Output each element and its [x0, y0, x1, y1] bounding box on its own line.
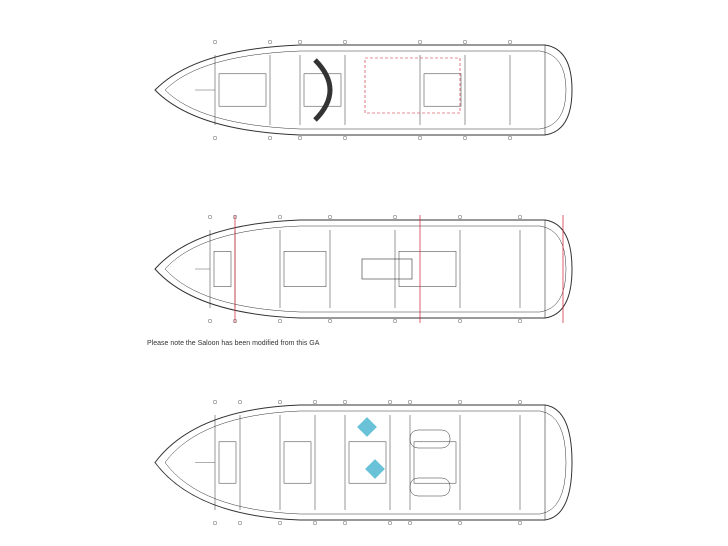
grid-marker-icon — [212, 135, 217, 140]
grid-marker-icon — [343, 40, 348, 45]
lower-deck-furniture — [413, 441, 457, 484]
grid-marker-icon — [237, 400, 242, 405]
tender — [409, 429, 451, 449]
grid-marker-icon — [212, 400, 217, 405]
grid-marker-icon — [393, 214, 398, 219]
grid-marker-icon — [207, 214, 212, 219]
lower-deck-hull-outline — [154, 404, 573, 521]
sun-deck-furniture — [303, 73, 342, 107]
grid-marker-icon — [393, 319, 398, 324]
grid-marker-icon — [458, 319, 463, 324]
main-deck-furniture — [398, 251, 457, 287]
sun-deck-furniture — [218, 73, 267, 107]
grid-marker-icon — [418, 40, 423, 45]
lower-deck-furniture — [348, 441, 387, 484]
grid-marker-icon — [343, 521, 348, 526]
grid-marker-icon — [408, 521, 413, 526]
shower-fixture — [357, 417, 377, 437]
lower-deck-furniture — [283, 441, 312, 484]
grid-marker-icon — [212, 40, 217, 45]
tender — [409, 477, 451, 497]
grid-marker-icon — [212, 521, 217, 526]
grid-marker-icon — [463, 135, 468, 140]
sun-deck-deck-line — [164, 50, 567, 130]
grid-marker-icon — [278, 319, 283, 324]
grid-marker-icon — [388, 400, 393, 405]
grid-marker-icon — [298, 40, 303, 45]
grid-marker-icon — [207, 319, 212, 324]
modified-area-outline — [364, 57, 461, 114]
grid-marker-icon — [313, 521, 318, 526]
grid-marker-icon — [508, 135, 513, 140]
grid-marker-icon — [328, 214, 333, 219]
grid-marker-icon — [268, 40, 273, 45]
lower-deck-deck-line — [164, 410, 567, 515]
grid-marker-icon — [458, 400, 463, 405]
shower-fixture — [365, 459, 385, 479]
grid-marker-icon — [408, 400, 413, 405]
grid-marker-icon — [518, 400, 523, 405]
grid-marker-icon — [328, 319, 333, 324]
main-deck-deck-line — [164, 225, 567, 313]
grid-marker-icon — [298, 135, 303, 140]
main-deck-furniture — [213, 251, 232, 287]
grid-marker-icon — [268, 135, 273, 140]
saloon-note: Please note the Saloon has been modified… — [147, 340, 320, 347]
grid-marker-icon — [343, 400, 348, 405]
grid-marker-icon — [313, 400, 318, 405]
grid-marker-icon — [278, 400, 283, 405]
sun-deck-furniture — [423, 73, 462, 107]
windscreen — [313, 58, 333, 122]
main-deck-hull-outline — [154, 219, 573, 319]
grid-marker-icon — [518, 521, 523, 526]
lower-deck-furniture — [218, 441, 237, 484]
grid-marker-icon — [518, 319, 523, 324]
grid-marker-icon — [278, 521, 283, 526]
dining-table — [361, 258, 413, 280]
grid-marker-icon — [463, 40, 468, 45]
sun-deck-hull-outline — [154, 44, 573, 136]
grid-marker-icon — [458, 521, 463, 526]
main-deck-furniture — [283, 251, 327, 287]
grid-marker-icon — [278, 214, 283, 219]
grid-marker-icon — [508, 40, 513, 45]
grid-marker-icon — [343, 135, 348, 140]
grid-marker-icon — [518, 214, 523, 219]
grid-marker-icon — [418, 135, 423, 140]
grid-marker-icon — [237, 521, 242, 526]
grid-marker-icon — [388, 521, 393, 526]
grid-marker-icon — [458, 214, 463, 219]
